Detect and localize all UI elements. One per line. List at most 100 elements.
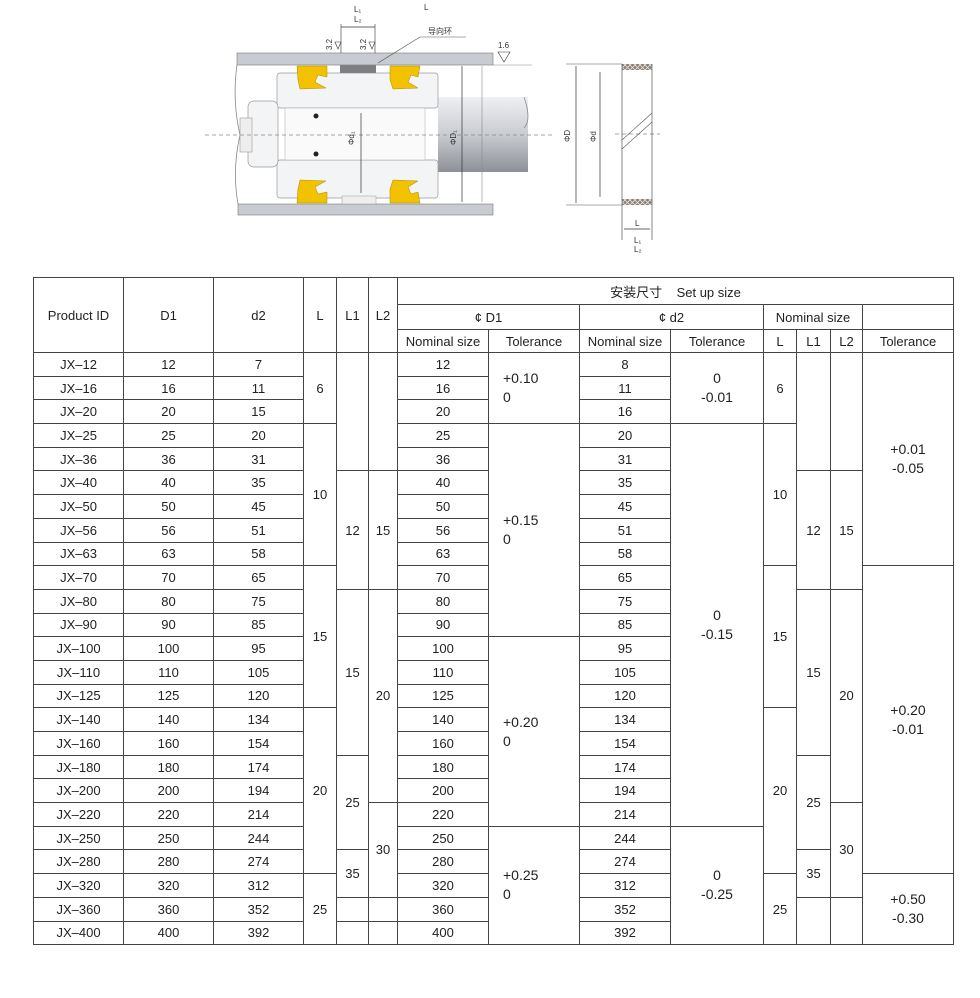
- cell-d1-nominal: 140: [397, 707, 489, 732]
- cell-d1-nominal: 360: [397, 896, 489, 922]
- cell-d2: 35: [213, 470, 304, 496]
- cell-d2-nominal: 134: [579, 707, 671, 732]
- header-d1: D1: [123, 277, 214, 353]
- cylinder-wall-top: [236, 52, 494, 66]
- cell-d2-tolerance: 0 -0.15: [670, 423, 764, 827]
- cell-l: 25: [303, 873, 337, 946]
- cell-nominal-l1: 35: [796, 849, 831, 898]
- cell-d2-nominal: 120: [579, 683, 671, 709]
- cell-d2: 244: [213, 825, 304, 851]
- o-ring-icon: [313, 113, 319, 119]
- label-guide-ring: 导向环: [428, 26, 452, 36]
- cell-l1: [336, 896, 369, 922]
- cell-d1-nominal: 80: [397, 588, 489, 614]
- cell-d1: 140: [123, 707, 214, 732]
- cell-d1-tolerance: +0.15 0: [488, 423, 580, 638]
- cell-d1-nominal: 200: [397, 778, 489, 804]
- cell-l2: 20: [368, 588, 398, 804]
- cell-d1: 200: [123, 778, 214, 804]
- cell-d1: 180: [123, 754, 214, 780]
- cell-l2: 15: [368, 470, 398, 590]
- label-roughness-a: 3.2: [325, 38, 334, 50]
- cell-d2: 51: [213, 517, 304, 543]
- cell-d1-tolerance: +0.10 0: [488, 351, 580, 425]
- cell-d2: 174: [213, 754, 304, 780]
- cell-d2-nominal: 312: [579, 873, 671, 898]
- header-nominal-l1: L1: [796, 329, 831, 353]
- header-d2-nominal: Nominal size: [579, 329, 671, 353]
- header-tolerance: Tolerance: [861, 329, 955, 353]
- cell-l1: [336, 351, 369, 472]
- header-blank: [861, 304, 955, 330]
- cell-d1: 25: [123, 423, 214, 448]
- cell-d1: 400: [123, 920, 214, 946]
- cell-d2: 85: [213, 612, 304, 638]
- cell-nominal-l: 20: [763, 707, 797, 875]
- header-d2-tolerance: Tolerance: [670, 329, 764, 353]
- cell-product-id: JX–20: [33, 399, 124, 425]
- cell-d2: 95: [213, 636, 304, 661]
- cell-d2-tolerance: 0 -0.01: [670, 351, 764, 425]
- label-roughness-b: 3.2: [359, 38, 368, 50]
- header-setup-size: 安装尺寸 Set up size: [396, 277, 955, 305]
- cell-d2: 134: [213, 707, 304, 732]
- cell-d2: 20: [213, 423, 304, 448]
- cell-d1-nominal: 90: [397, 612, 489, 638]
- cell-l2: [368, 896, 398, 922]
- cell-l: 20: [303, 707, 337, 875]
- cell-d2-nominal: 45: [579, 494, 671, 519]
- cell-l: 15: [303, 565, 337, 709]
- cell-d1-nominal: 56: [397, 517, 489, 543]
- label-l: L: [424, 3, 429, 12]
- cell-product-id: JX–70: [33, 565, 124, 590]
- cell-d2-nominal: 392: [579, 920, 671, 946]
- cell-product-id: JX–320: [33, 873, 124, 898]
- cell-d1: 320: [123, 873, 214, 898]
- cell-l: 6: [303, 351, 337, 425]
- cell-l: 10: [303, 423, 337, 567]
- cell-d1: 280: [123, 849, 214, 875]
- cell-d2: 31: [213, 446, 304, 472]
- cell-nominal-l2: [830, 351, 863, 472]
- cell-d2-nominal: 35: [579, 470, 671, 496]
- cell-l2: [368, 920, 398, 946]
- label-phi-d: Φd: [589, 131, 598, 142]
- cell-d1-nominal: 36: [397, 446, 489, 472]
- header-phi-d1: ¢ D1: [397, 304, 580, 330]
- cell-product-id: JX–250: [33, 825, 124, 851]
- cell-d2-nominal: 20: [579, 423, 671, 448]
- label-ring-l: L: [635, 219, 640, 228]
- cell-l1: 15: [336, 588, 369, 756]
- cell-d1-nominal: 70: [397, 565, 489, 590]
- header-d2: d2: [213, 277, 304, 353]
- header-nominal-l2: L2: [830, 329, 863, 353]
- cell-d1-nominal: 160: [397, 731, 489, 756]
- cell-product-id: JX–280: [33, 849, 124, 875]
- hex-nut: [247, 100, 279, 168]
- cell-product-id: JX–125: [33, 683, 124, 709]
- cell-product-id: JX–16: [33, 375, 124, 401]
- cell-d2-nominal: 274: [579, 849, 671, 875]
- label-phi-D: ΦD: [563, 130, 572, 142]
- cell-d2-nominal: 194: [579, 778, 671, 804]
- cell-nominal-l1: [796, 896, 831, 946]
- cell-product-id: JX–40: [33, 470, 124, 496]
- cell-tolerance: +0.50 -0.30: [861, 873, 955, 946]
- cell-d2-nominal: 8: [579, 352, 671, 377]
- cell-d1: 63: [123, 541, 214, 567]
- header-d1-nominal: Nominal size: [397, 329, 489, 353]
- label-ring-l2: L₂: [634, 245, 642, 254]
- cell-l1: 35: [336, 849, 369, 898]
- cell-d2-nominal: 65: [579, 565, 671, 590]
- cell-d1-nominal: 25: [397, 423, 489, 448]
- cell-d2: 7: [213, 352, 304, 377]
- cell-d1: 160: [123, 731, 214, 756]
